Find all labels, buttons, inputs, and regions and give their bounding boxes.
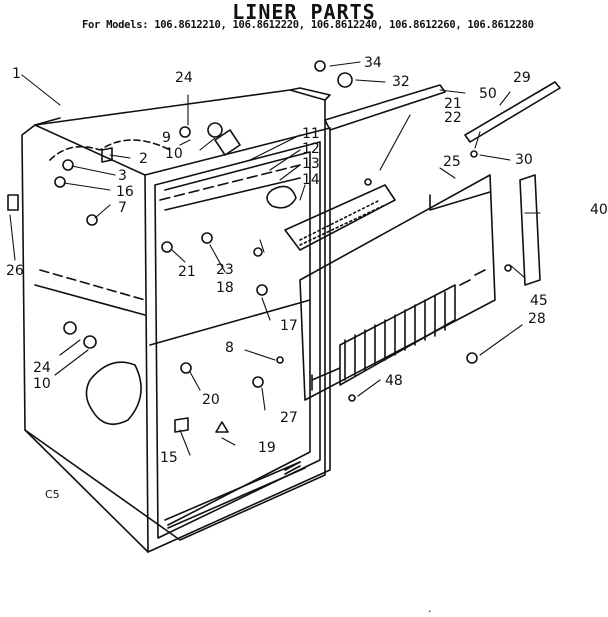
callout-20: 20 (202, 392, 220, 408)
callout-10b: 10 (33, 376, 51, 392)
callout-26: 26 (6, 263, 24, 279)
callout-18: 18 (216, 280, 234, 296)
footer-mark: . (428, 602, 432, 615)
callout-28: 28 (528, 311, 546, 327)
callout-19: 19 (258, 440, 276, 456)
page-title: LINER PARTS (232, 0, 376, 24)
callout-45: 45 (530, 293, 548, 309)
callout-40: 40 (590, 202, 608, 218)
callout-3: 3 (118, 168, 127, 184)
callout-23: 23 (216, 262, 234, 278)
callout-16: 16 (116, 184, 134, 200)
callout-29: 29 (513, 70, 531, 86)
callout-21b: 21 (444, 96, 462, 112)
callout-25: 25 (443, 154, 461, 170)
callout-14: 14 (302, 172, 320, 188)
callout-labels: 1 2 3 7 8 9 10 10 11 12 13 14 15 16 17 1… (6, 55, 608, 615)
cabinet-liner (21, 87, 331, 553)
fan-blade (266, 185, 297, 209)
callout-24a: 24 (175, 70, 193, 86)
small-parts (7, 60, 512, 433)
callout-12: 12 (302, 141, 320, 157)
callout-10a: 10 (165, 146, 183, 162)
callout-1: 1 (12, 66, 21, 82)
top-rails (324, 81, 561, 143)
callout-2: 2 (139, 151, 148, 167)
callout-27: 27 (280, 410, 298, 426)
callout-13: 13 (302, 156, 320, 172)
callout-11: 11 (302, 126, 320, 142)
model-numbers: For Models: 106.8612210, 106.8612220, 10… (82, 19, 534, 31)
callout-32: 32 (392, 74, 410, 90)
callout-50: 50 (479, 86, 497, 102)
callout-7: 7 (118, 200, 127, 216)
callout-21a: 21 (178, 264, 196, 280)
corner-code: C5 (45, 488, 60, 501)
back-wall-features (49, 129, 241, 426)
callout-34: 34 (364, 55, 382, 71)
callout-9: 9 (162, 130, 171, 146)
callout-15: 15 (160, 450, 178, 466)
callout-8: 8 (225, 340, 234, 356)
callout-48: 48 (385, 373, 403, 389)
callout-30: 30 (515, 152, 533, 168)
callout-22: 22 (444, 110, 462, 126)
evaporator-cover (299, 174, 496, 401)
air-duct (284, 184, 396, 251)
side-strip (519, 174, 541, 286)
leader-lines (9, 61, 541, 456)
callout-24b: 24 (33, 360, 51, 376)
callout-17: 17 (280, 318, 298, 334)
